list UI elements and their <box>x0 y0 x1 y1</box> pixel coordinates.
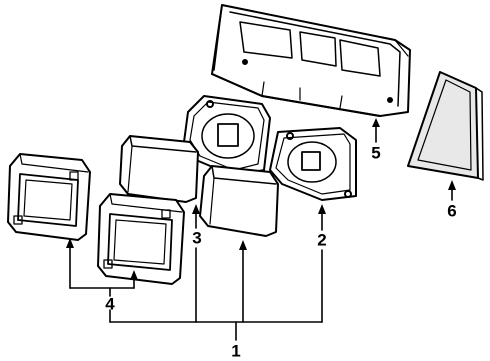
side-marker-lamp-part-6 <box>407 71 484 181</box>
sealed-beam-headlamp-upper <box>119 135 199 203</box>
callout-5: 5 <box>371 143 381 163</box>
sealed-beam-headlamp-lower <box>199 165 279 237</box>
callout-3: 3 <box>192 228 202 248</box>
callout-6: 6 <box>447 201 457 221</box>
headlamp-housing-part-5 <box>211 4 411 117</box>
headlamp-mounting-bracket-center <box>183 95 271 177</box>
headlamp-bezel-right <box>97 193 185 285</box>
callout-4: 4 <box>105 294 115 314</box>
headlamp-mounting-bracket-right <box>269 127 357 201</box>
callout-1: 1 <box>231 341 241 361</box>
headlamp-bezel-left <box>7 153 91 241</box>
callout-2: 2 <box>317 230 327 250</box>
leader-lines <box>66 118 456 341</box>
